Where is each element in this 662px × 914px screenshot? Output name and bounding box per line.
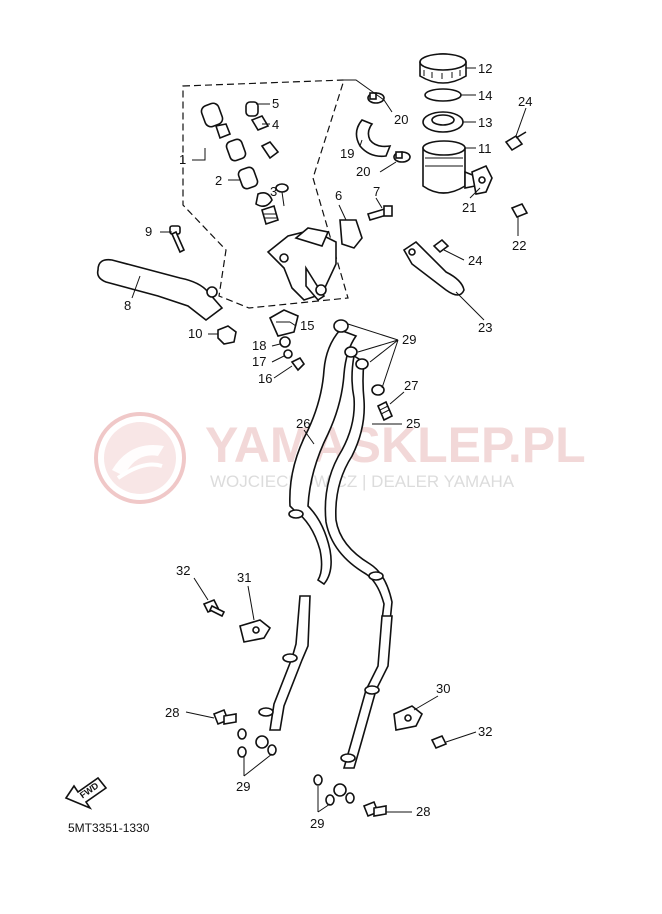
hose-fittings-upper[interactable] bbox=[288, 319, 385, 581]
callout-29: 29 bbox=[402, 332, 416, 347]
watermark: YAMASKLEP.PL WOJCIECHOWICZ | DEALER YAMA… bbox=[94, 412, 586, 504]
fwd-arrow-icon: FWD bbox=[64, 776, 108, 810]
callout-27: 27 bbox=[404, 378, 418, 393]
callout-29: 29 bbox=[236, 779, 250, 794]
screw-24-lower[interactable] bbox=[432, 238, 450, 254]
watermark-subtitle: WOJCIECHOWICZ | DEALER YAMAHA bbox=[210, 472, 515, 491]
bolt-32-left[interactable] bbox=[202, 598, 226, 618]
callout-23: 23 bbox=[478, 320, 492, 335]
gaskets-29-right[interactable] bbox=[313, 774, 355, 806]
callout-24: 24 bbox=[518, 94, 532, 109]
callout-20: 20 bbox=[356, 164, 370, 179]
callout-10: 10 bbox=[188, 326, 202, 341]
callout-5: 5 bbox=[272, 96, 279, 111]
callout-32: 32 bbox=[176, 563, 190, 578]
callout-29: 29 bbox=[310, 816, 324, 831]
master-cylinder-body[interactable] bbox=[266, 227, 337, 302]
callout-13: 13 bbox=[478, 115, 492, 130]
nut-10[interactable] bbox=[217, 325, 237, 345]
washer-17[interactable] bbox=[283, 349, 293, 359]
callout-26: 26 bbox=[296, 416, 310, 431]
callout-25: 25 bbox=[406, 416, 420, 431]
pivot-bolt-9[interactable] bbox=[169, 225, 186, 254]
screw-24-upper[interactable] bbox=[504, 131, 527, 152]
callout-17: 17 bbox=[252, 354, 266, 369]
switch-15[interactable] bbox=[268, 309, 299, 337]
diagram-code: 5MT3351-1330 bbox=[68, 821, 150, 835]
callout-30: 30 bbox=[436, 681, 450, 696]
reservoir-stay-23[interactable] bbox=[402, 240, 465, 296]
hose-holder-31[interactable] bbox=[239, 619, 272, 643]
callout-9: 9 bbox=[145, 224, 152, 239]
callout-16: 16 bbox=[258, 371, 272, 386]
bolt-7[interactable] bbox=[366, 205, 393, 221]
callout-24: 24 bbox=[468, 253, 482, 268]
callout-14: 14 bbox=[478, 88, 492, 103]
callout-11: 11 bbox=[478, 141, 492, 156]
bracket-6[interactable] bbox=[339, 219, 363, 249]
callout-28: 28 bbox=[416, 804, 430, 819]
leader-lines bbox=[131, 67, 527, 813]
diaphragm-13[interactable] bbox=[422, 111, 464, 133]
union-bolt-28-left[interactable] bbox=[212, 708, 237, 726]
reservoir-bracket-21[interactable] bbox=[471, 164, 493, 195]
union-bolt-28-right[interactable] bbox=[362, 800, 387, 818]
callout-labels: 12 14 13 11 24 5 4 20 19 20 1 2 3 6 7 21… bbox=[124, 61, 532, 831]
screw-22[interactable] bbox=[510, 202, 529, 219]
watermark-brand: YAMASKLEP.PL bbox=[205, 417, 586, 473]
lower-hose-left[interactable] bbox=[255, 595, 311, 749]
bolt-32-right[interactable] bbox=[430, 734, 448, 750]
reservoir-cap-12[interactable] bbox=[419, 53, 467, 84]
callout-8: 8 bbox=[124, 298, 131, 313]
lever-assembly-outline bbox=[182, 79, 349, 309]
callout-21: 21 bbox=[462, 200, 476, 215]
callout-22: 22 bbox=[512, 238, 526, 253]
callout-3: 3 bbox=[270, 184, 277, 199]
union-bolt-27[interactable] bbox=[376, 400, 394, 422]
callout-31: 31 bbox=[237, 570, 251, 585]
callout-20: 20 bbox=[394, 112, 408, 127]
callout-1: 1 bbox=[179, 152, 186, 167]
callout-32: 32 bbox=[478, 724, 492, 739]
washer-18[interactable] bbox=[279, 336, 291, 348]
callout-18: 18 bbox=[252, 338, 266, 353]
callout-2: 2 bbox=[215, 173, 222, 188]
hose-clip-20-lower[interactable] bbox=[393, 151, 411, 163]
callout-4: 4 bbox=[272, 117, 279, 132]
brake-lever-8[interactable] bbox=[96, 258, 224, 322]
screw-16[interactable] bbox=[290, 356, 306, 372]
yamasklep-logo-icon bbox=[94, 412, 186, 504]
reservoir-tank-11[interactable] bbox=[422, 140, 476, 194]
callout-7: 7 bbox=[373, 184, 380, 199]
callout-28: 28 bbox=[165, 705, 179, 720]
callout-15: 15 bbox=[300, 318, 314, 333]
brake-hose-26[interactable] bbox=[289, 329, 358, 586]
callout-19: 19 bbox=[340, 146, 354, 161]
hose-clip-20-upper[interactable] bbox=[367, 92, 385, 104]
piston-kit-parts[interactable] bbox=[200, 101, 289, 226]
hose-19[interactable] bbox=[355, 119, 392, 158]
callout-12: 12 bbox=[478, 61, 492, 76]
diaphragm-plate-14[interactable] bbox=[424, 88, 462, 102]
lower-hose-right[interactable] bbox=[333, 615, 393, 797]
gaskets-29-left[interactable] bbox=[237, 728, 277, 758]
hose-holder-30[interactable] bbox=[393, 705, 424, 731]
callout-6: 6 bbox=[335, 188, 342, 203]
